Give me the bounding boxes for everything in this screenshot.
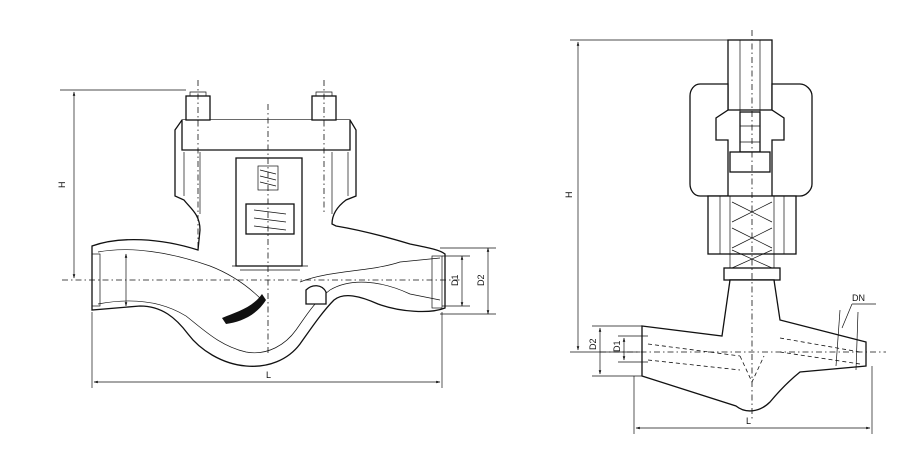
left-dim-l-label: L bbox=[266, 370, 271, 380]
right-view-globe-valve: H D2 D1 DN L bbox=[564, 30, 886, 434]
left-inner-channel-right bbox=[299, 257, 441, 283]
right-dim-d2-label: D2 bbox=[588, 338, 598, 350]
left-view-check-valve: H D1 D2 L bbox=[57, 80, 496, 388]
right-dim-l-label: L bbox=[746, 416, 751, 426]
right-yoke bbox=[689, 83, 729, 197]
left-inner-channel-lower bbox=[97, 281, 441, 354]
right-dim-h-label: H bbox=[564, 192, 574, 199]
flow-arrow-shape bbox=[222, 294, 266, 324]
left-dim-h-label: H bbox=[57, 182, 67, 189]
left-dim-d1-label: D1 bbox=[450, 274, 460, 286]
left-dim-d2-label: D2 bbox=[476, 274, 486, 286]
right-dim-dn-leader bbox=[841, 303, 853, 329]
right-end-bore bbox=[431, 255, 443, 309]
left-disc bbox=[245, 203, 295, 235]
right-stem bbox=[739, 111, 761, 153]
right-valve-body bbox=[641, 279, 867, 412]
left-bonnet bbox=[181, 120, 351, 151]
right-dim-dn-label: DN bbox=[852, 293, 865, 303]
left-inner-channel-upper bbox=[97, 249, 263, 301]
right-stem-top bbox=[727, 39, 773, 111]
right-dim-d1-label: D1 bbox=[612, 340, 622, 352]
